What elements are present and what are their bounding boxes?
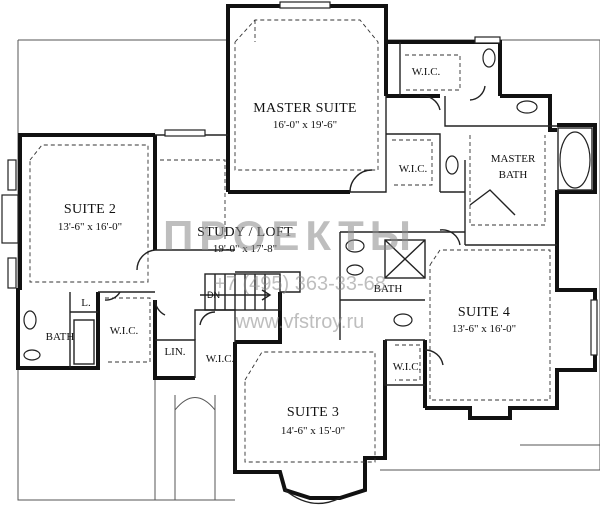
stair: [200, 273, 281, 311]
master-bath-name-line1: MASTER: [491, 153, 536, 165]
master-suite-size: 16'-0" x 19'-6": [273, 119, 337, 131]
watermark: ПРОЕКТЫ +7 (495) 363-33-68 www.vfstroy.r…: [163, 212, 417, 333]
wic-label-master-top: W.I.C.: [412, 66, 441, 78]
bath-label-suite2: BATH: [46, 331, 75, 343]
suite4-name: SUITE 4: [458, 305, 510, 320]
partitions: [69, 42, 557, 386]
windows: [7, 1, 598, 505]
study-name: STUDY / LOFT: [197, 225, 293, 240]
wic-label-suite4: W.I.C.: [393, 361, 422, 373]
wic-label-master-lower: W.I.C.: [399, 163, 428, 175]
room-labels: MASTER SUITE 16'-0" x 19'-6" MASTER BATH…: [46, 66, 536, 437]
suite3-name: SUITE 3: [287, 405, 339, 420]
bath-label-shared: BATH: [374, 283, 403, 295]
wic-label-suite3: W.I.C.: [206, 353, 235, 365]
suite3-size: 14'-6" x 15'-0": [281, 425, 345, 437]
suite4-size: 13'-6" x 16'-0": [452, 323, 516, 335]
study-size: 19'-0" x 17'-8": [213, 243, 277, 255]
watermark-line2: +7 (495) 363-33-68: [214, 273, 386, 295]
stair-down-label: DN: [207, 290, 220, 300]
master-bath-name-line2: BATH: [499, 169, 528, 181]
master-suite-name: MASTER SUITE: [253, 101, 357, 116]
suite2-name: SUITE 2: [64, 202, 116, 217]
fixtures: [23, 48, 593, 365]
suite2-size: 13'-6" x 16'-0": [58, 221, 122, 233]
doors: [104, 85, 486, 366]
wic-label-suite2: W.I.C.: [110, 325, 139, 337]
linen-short-label: L.: [81, 297, 91, 309]
ceiling-lines: [29, 19, 551, 463]
lin-label: LIN.: [164, 346, 185, 358]
watermark-line3: www.vfstroy.ru: [235, 311, 365, 333]
watermark-line1: ПРОЕКТЫ: [163, 212, 417, 259]
